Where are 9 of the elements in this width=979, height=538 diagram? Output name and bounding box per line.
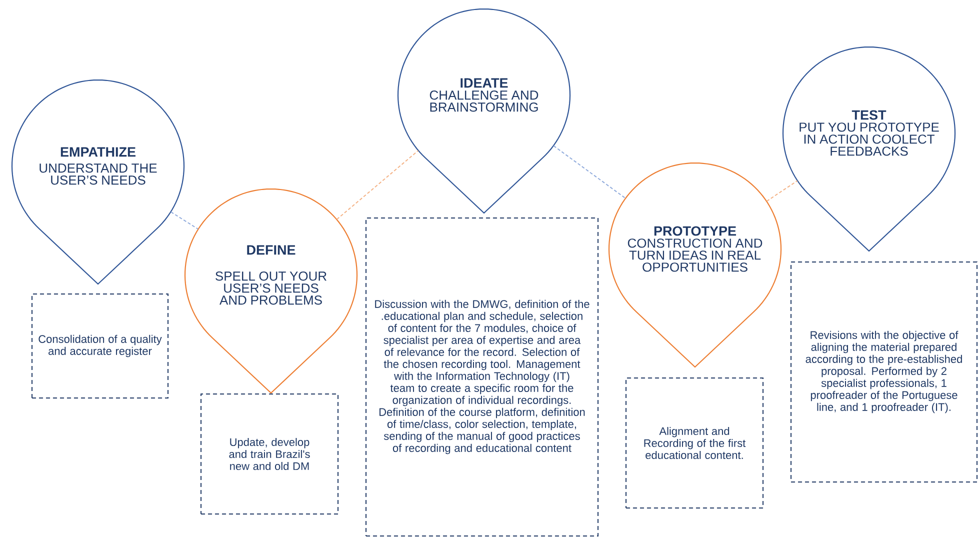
connector-line [336,150,419,220]
connector-line [766,180,798,202]
connector-line [170,211,199,230]
text-box: Revisions with the objective of aligning the material prepared according to the pre-established proposal. Performed by 2 specialist professionals, 1 proofreader of the Portuguese line, and 1 proofreader (IT). [790,262,978,482]
text-box: Update, develop and train Brazil's new and old DM [200,394,338,514]
text-box: Consolidation of a quality and accurate register [32,294,168,398]
text-box: Discussion with the DMWG, definition of the .educational plan and schedule, selection of content for the 7 modules, choice of specialist per area of expertise and area of relevance for the record. Selection of the chosen recording tool. Management with the Information Technology (IT) team to create a specific room for the organization of individual recordings. Definition of the course platform, definition of time/class, color selection, template, sending of the manual of good practices of recording and educational content [366,218,598,536]
connector-line [553,145,626,199]
text-box: Alignment and Recording of the first educational content. [626,378,764,508]
